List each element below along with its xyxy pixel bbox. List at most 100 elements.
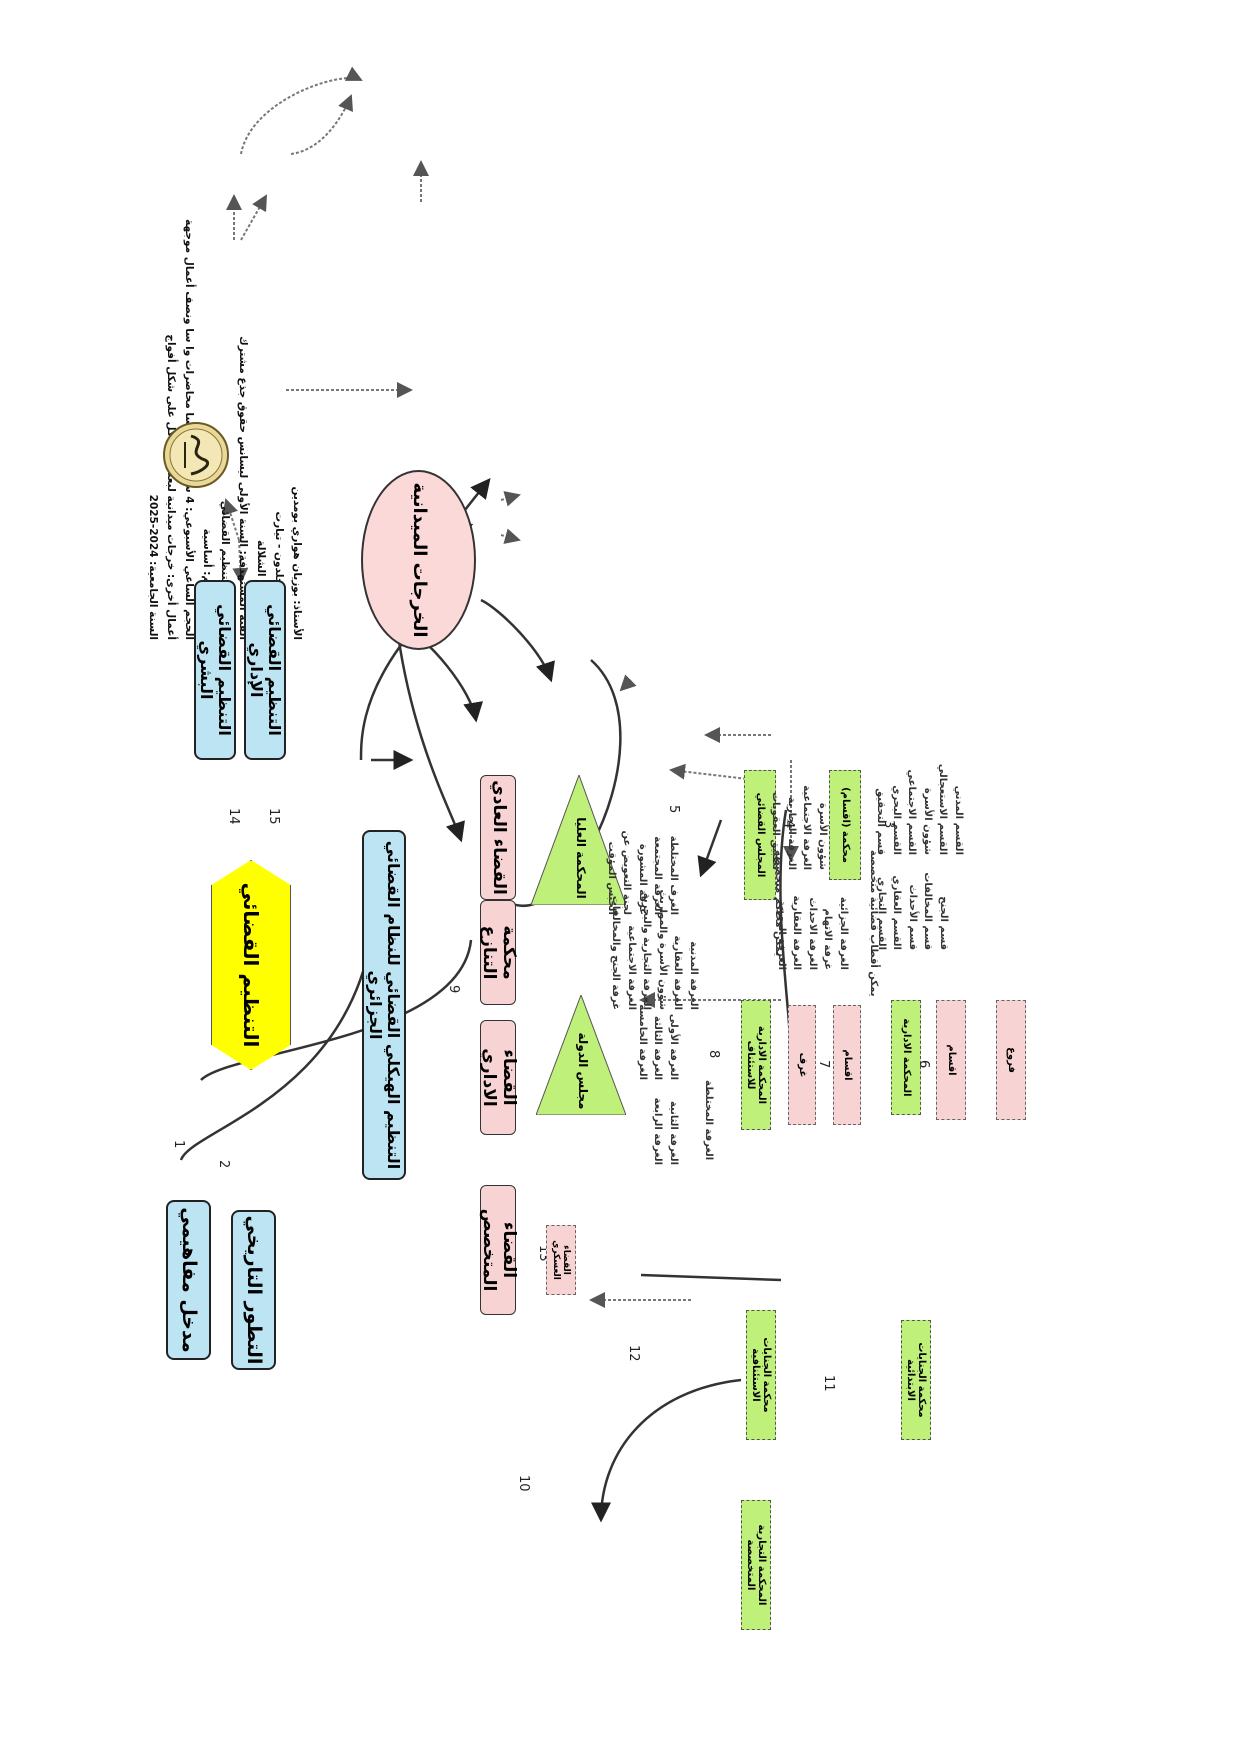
criminal-first-label: محكمة الجنايات الابتدائية [905, 1342, 928, 1418]
edge-label: 8 [706, 1050, 721, 1059]
edge-label: 9 [446, 985, 461, 994]
state-council-node: مجلس الدولة [536, 995, 626, 1115]
list-item: الغرفة الاجتماعية [801, 785, 813, 870]
military-node: القضاء العسكري [546, 1225, 576, 1295]
info-line: الفئة المستهدفة: السنة الأولى ليسانس حقو… [237, 336, 249, 640]
list-item: القسم البحري [891, 785, 902, 855]
appeal-admin-court-label: المحكمة الادارية للاستئناف [745, 1025, 768, 1105]
field-trips-node: الخرجات الميدانية [361, 470, 476, 650]
info-line: ملحقة قصر الشلالة [252, 170, 270, 640]
criminal-first-node: محكمة الجنايات الابتدائية [901, 1320, 931, 1440]
intro-node: مدخل مفاهيمي [166, 1200, 211, 1360]
list-item: الغرفة الخامسة [637, 1004, 648, 1080]
court-label: محكمة (اقسام) [839, 787, 851, 863]
field-trips-label: الخرجات الميدانية [408, 482, 430, 638]
council-note: يمكن محاكم متخصصة [773, 850, 784, 957]
info-line: المقياس: التنظيم القضائي [219, 500, 231, 640]
edge-label: 5 [666, 805, 681, 814]
edge-label: 4 [781, 820, 796, 829]
state-list-left: الغرفة الثانية الغرفة الرابعة [650, 1085, 681, 1165]
ordinary-node: القضاء العادي [480, 775, 516, 900]
list-item: غرفة الجنح والمخالفات [610, 895, 622, 1010]
military-label: القضاء العسكري [551, 1240, 572, 1280]
state-council-label: مجلس الدولة [576, 1032, 590, 1110]
list-item: الغرفة الأولى [668, 1013, 679, 1080]
list-item: الغرفة المدنية [688, 941, 699, 1010]
commercial-court-node: المحكمة التجارية المتخصصة [741, 1500, 771, 1630]
list-item: الغرفة التجارية والبحرية [641, 892, 653, 1010]
conflict-label: محكمة التنازع [479, 925, 519, 980]
info-line: السنة الجامعية: 2024-2025 [147, 494, 159, 640]
sections-label-2: اقسام [945, 1044, 957, 1076]
list-item: الغرفة العقارية [672, 935, 684, 1011]
human-org-node: التنظيم القضائي البشري [194, 580, 236, 760]
court-note: يمكن أقطاب قضائية متخصصة [868, 850, 879, 997]
supreme-list-left: الغرفة المدنية الغرفة العقارية شؤون الأس… [608, 860, 701, 1010]
info-line: جامعة ابن خلدون - تيارت [273, 511, 285, 640]
center-label: التنظيم القضائي [239, 882, 264, 1048]
edge-label: 14 [226, 808, 241, 825]
structural-node: التنظيم الهيكلي القضائي للنظام القضائي ا… [362, 830, 406, 1180]
admin-org-label: التنظيم القضائي الإداري [247, 604, 285, 736]
administrative-label: القضاء الاداري [479, 1048, 519, 1107]
list-item: قسم الجنح [938, 896, 949, 950]
info-line: وحدة التعليم: أساسية [198, 170, 216, 640]
info-line: أعمال أخرى: خرجات ميدانية لبعض الهياكل ع… [165, 334, 177, 640]
list-item: الغرفة الثانية [668, 1100, 679, 1165]
triangle-shape [531, 775, 626, 905]
edge-label: 10 [516, 1475, 531, 1492]
sections-node: اقسام [833, 1005, 861, 1125]
triangle-shape [536, 995, 626, 1115]
chambers-label: غرف [796, 1052, 808, 1078]
sections-label: اقسام [841, 1049, 853, 1081]
conflict-node: محكمة التنازع [479, 900, 519, 1005]
center-node: التنظيم القضائي [211, 860, 291, 1070]
judicial-council-label: المجلس القضائي [754, 792, 766, 878]
branches-node: فروع [996, 1000, 1026, 1120]
list-item: القسم الاجتماعي [906, 769, 918, 855]
human-org-label: التنظيم القضائي البشري [197, 604, 235, 736]
state-mixed: الغرفة المختلطة [703, 1080, 714, 1161]
edge-label: 6 [916, 1060, 931, 1069]
edge-label: 3 [881, 820, 896, 829]
court-list-left: قسم الجنح قسم المخالفات قسم الأحداث القس… [874, 850, 952, 950]
edge-label: 11 [821, 1375, 836, 1392]
edge-label: 15 [266, 808, 281, 825]
criminal-appeal-node: محكمة الجنايات الاستئنافية [746, 1310, 776, 1440]
list-item: الغرفة العقارية [791, 895, 803, 971]
admin-org-node: التنظيم القضائي الإداري [244, 580, 286, 760]
list-item: الغرفة الثالثة [652, 1015, 664, 1080]
list-item: قسم الأحداث [907, 884, 918, 950]
appeal-admin-court-node: المحكمة الادارية للاستئناف [741, 1000, 771, 1130]
list-item: شؤون الأسرة والمواريث [657, 889, 668, 1010]
info-line: الحجم الساعي الأسبوعي: 4 سا ونصف 3 سا مح… [183, 219, 195, 640]
list-item: الغرفة الاجتماعية [626, 925, 637, 1010]
history-node: التطور التاريخي [231, 1210, 276, 1370]
list-item: القسم الاستعجالي [937, 763, 949, 855]
structural-label: التنظيم الهيكلي القضائي للنظام القضائي ا… [366, 840, 404, 1170]
course-info: الأستاذ: بوزيان هواري بومدين جامعة ابن خ… [144, 170, 306, 640]
calligraphy-seal-icon [163, 422, 229, 488]
list-item: شؤون الأسرة [817, 802, 828, 870]
info-line: الأستاذ: بوزيان هواري بومدين [291, 486, 303, 640]
court-node: محكمة (اقسام) [829, 770, 861, 880]
admin-court-node: المحكمة الادارية [891, 1000, 921, 1115]
criminal-appeal-label: محكمة الجنايات الاستئنافية [750, 1337, 773, 1413]
branches-label: فروع [1005, 1047, 1017, 1073]
list-item: قسم التحقيق [875, 788, 887, 855]
edge-label: 2 [216, 1160, 231, 1169]
supreme-court-label: المحكمة العليا [574, 817, 588, 899]
list-item: شؤون الأسرة [922, 787, 933, 855]
state-list-right: الغرفة الأولى الغرفة الثالثة الغرفة الخا… [635, 1000, 682, 1080]
history-label: التطور التاريخي [243, 1215, 266, 1365]
edge-label: 12 [626, 1345, 641, 1362]
supreme-court-node: المحكمة العليا [531, 775, 626, 905]
admin-court-label: المحكمة الادارية [900, 1018, 912, 1097]
administrative-node: القضاء الاداري [479, 1020, 519, 1135]
ordinary-label: القضاء العادي [488, 780, 509, 895]
chambers-node: غرف [788, 1005, 816, 1125]
edge-label: 7 [816, 1060, 831, 1069]
list-item: القسم المدني [953, 785, 964, 855]
